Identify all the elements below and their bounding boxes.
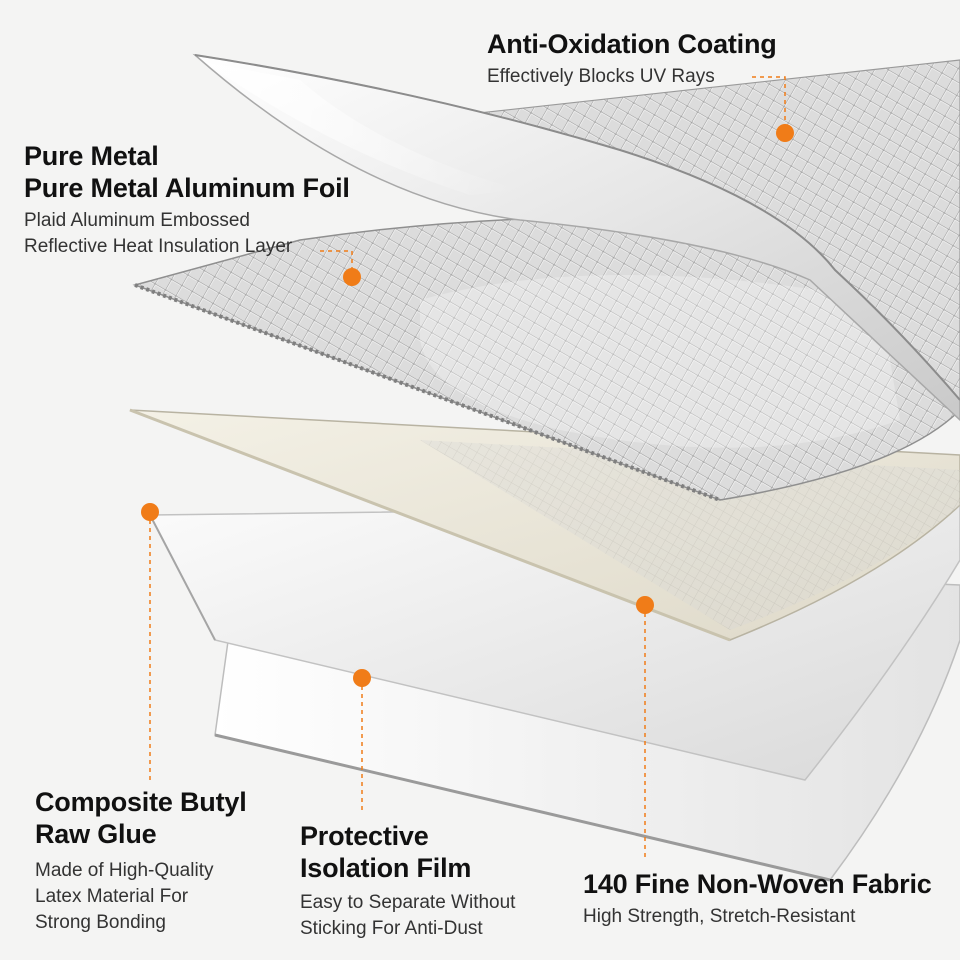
butyl-glue-edge	[149, 514, 216, 641]
non-woven-title: 140 Fine Non-Woven Fabric	[583, 869, 932, 899]
callout-aluminum-foil: Pure Metal Pure Metal Aluminum Foil Plai…	[24, 140, 350, 260]
anti-oxidation-title: Anti-Oxidation Coating	[487, 29, 777, 59]
aluminum-foil-sheen	[420, 275, 900, 448]
aluminum-foil-edge	[134, 283, 721, 502]
callout-anti-oxidation: Anti-Oxidation Coating Effectively Block…	[487, 28, 777, 90]
leader-anti-oxidation	[752, 76, 786, 133]
isolation-film-title: Protective Isolation Film	[300, 821, 472, 883]
callout-isolation-film: Protective Isolation Film Easy to Separa…	[300, 820, 515, 942]
coating-layer-shine	[205, 62, 520, 195]
aluminum-foil-title: Pure Metal Pure Metal Aluminum Foil	[24, 141, 350, 203]
coating-layer-edge	[194, 54, 960, 401]
callout-butyl-glue: Composite Butyl Raw Glue Made of High-Qu…	[35, 786, 247, 936]
non-woven-fabric-texture	[420, 440, 960, 630]
isolation-film-desc: Easy to Separate Without Sticking For An…	[300, 892, 516, 939]
non-woven-desc: High Strength, Stretch-Resistant	[583, 906, 856, 927]
marker-isolation-film	[353, 669, 371, 687]
marker-anti-oxidation	[776, 124, 794, 142]
non-woven-fabric-edge	[129, 408, 731, 642]
anti-oxidation-desc: Effectively Blocks UV Rays	[487, 66, 715, 87]
marker-non-woven	[636, 596, 654, 614]
butyl-glue-title: Composite Butyl Raw Glue	[35, 787, 247, 849]
marker-butyl-glue	[141, 503, 159, 521]
callout-non-woven: 140 Fine Non-Woven Fabric High Strength,…	[583, 868, 932, 930]
aluminum-foil-desc: Plaid Aluminum Embossed Reflective Heat …	[24, 210, 293, 257]
isolation-film-edge	[214, 733, 831, 882]
marker-aluminum-foil	[343, 268, 361, 286]
butyl-glue-desc: Made of High-Quality Latex Material For …	[35, 860, 214, 933]
